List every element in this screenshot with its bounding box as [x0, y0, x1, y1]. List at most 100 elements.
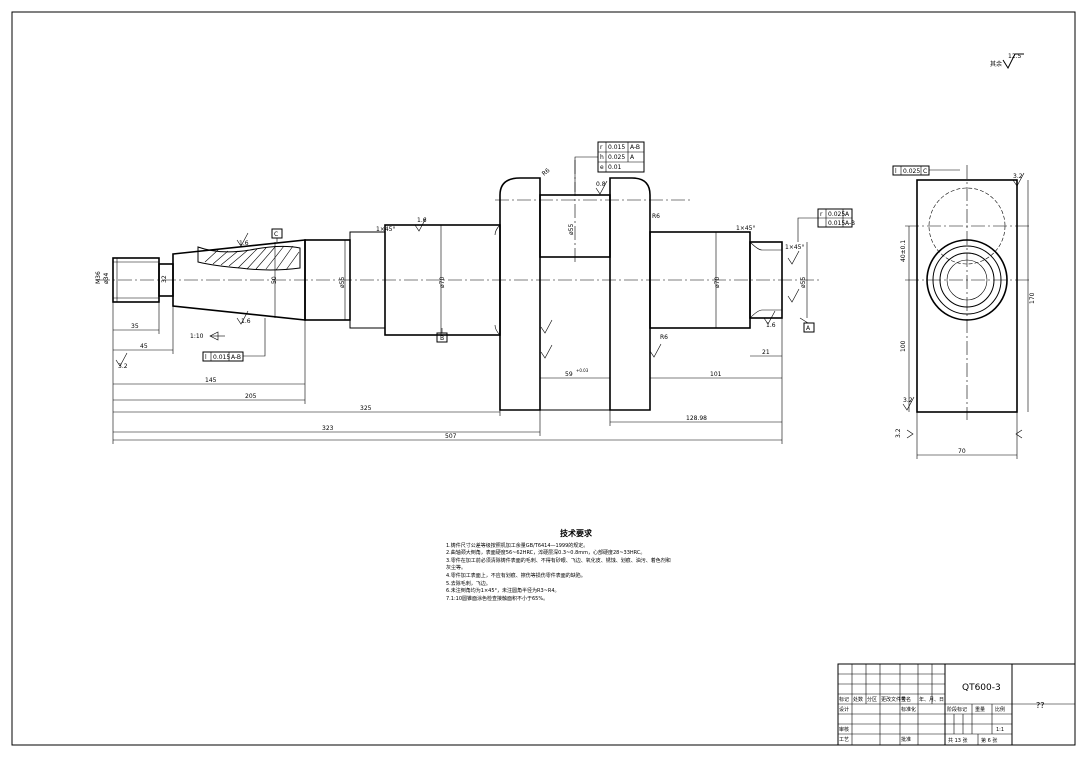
svg-text:重量: 重量 — [975, 706, 985, 713]
fillet-r6-web: R6 — [541, 167, 552, 178]
gdt-side-view: l 0.025 C — [892, 165, 960, 176]
svg-text:A-B: A-B — [630, 144, 640, 151]
svg-text:更改文件号: 更改文件号 — [881, 696, 906, 703]
side-view: 40±0.1 100 170 70 l 0.025 C 3.2 3.2 3.2 — [892, 165, 1036, 459]
svg-text:r: r — [820, 211, 823, 218]
sheets-total: 共 13 张 — [948, 737, 968, 744]
svg-text:批准: 批准 — [901, 736, 911, 743]
svg-text:1.6: 1.6 — [239, 240, 249, 247]
svg-text:签名: 签名 — [901, 696, 911, 703]
dim-50: 50 — [271, 276, 278, 284]
dim-128-98: 128.98 — [686, 415, 707, 422]
notes-item-6: 6.未注倒角均为1×45°，未注圆角半径为R3~R4。 — [446, 588, 560, 595]
svg-text:0.025: 0.025 — [903, 168, 920, 175]
svg-text:0.015: 0.015 — [608, 144, 625, 151]
svg-text:l: l — [895, 168, 897, 175]
svg-text:A: A — [845, 211, 850, 218]
svg-text:l: l — [205, 354, 207, 361]
surface-note: 其余 — [990, 60, 1002, 68]
dim-101: 101 — [710, 371, 722, 378]
chamfer-end: 1×45° — [785, 244, 804, 251]
dim-m36: M36 — [95, 271, 102, 284]
gdt-left-taper: l 0.015 A-B — [202, 318, 266, 362]
svg-text:标准化: 标准化 — [901, 706, 916, 713]
svg-text:0.015: 0.015 — [213, 354, 230, 361]
sheet-border — [11, 11, 1076, 746]
crank-web-left — [499, 177, 541, 411]
gdt-crank-top: r 0.015 A-B h 0.025 A e 0.01 — [574, 141, 645, 192]
svg-text:阶段标记: 阶段标记 — [947, 706, 967, 713]
svg-text:0.025: 0.025 — [828, 211, 845, 218]
fillet-r6-top: R6 — [652, 213, 660, 220]
chamfer-left: 1×45° — [376, 226, 395, 233]
svg-text:A: A — [806, 325, 811, 332]
svg-text:C: C — [923, 168, 927, 175]
taper-ratio: 1:10 — [190, 333, 204, 340]
datum-c: C — [271, 228, 283, 242]
dim-32: 32 — [161, 275, 168, 283]
svg-text:标记: 标记 — [839, 696, 849, 703]
part-name: QT600-3 — [962, 683, 1001, 693]
notes-item-7: 7.1:10圆锥面涂色检查接触面积不小于65%。 — [446, 595, 549, 602]
technical-requirements: 技术要求 1.铸件尺寸公差等级按照机加工余量GB/T6414—1999的规定。 … — [446, 530, 706, 603]
svg-text:0.8: 0.8 — [596, 181, 606, 188]
dim-45: 45 — [140, 343, 148, 350]
svg-text:A: A — [630, 154, 635, 161]
dim-145: 145 — [205, 377, 217, 384]
dim-d55-left: ø55 — [339, 277, 346, 288]
svg-text:1.6: 1.6 — [766, 322, 776, 329]
scale-value: 1:1 — [996, 727, 1004, 733]
notes-item-2: 2.曲轴颈大倒角，表面硬度56~62HRC，淬硬层深0.3~0.8mm，心部硬度… — [446, 550, 646, 557]
dim-59: 59 — [565, 371, 573, 378]
gdt-right-end: r 0.025 A 0.015 A-B — [797, 208, 855, 242]
title-block: QT600-3 ?? 标记 处数 分区 更改文件号 签名 年、月、日 设计 标准… — [837, 663, 1076, 746]
dim-170: 170 — [1029, 292, 1036, 304]
front-view: 507 323 325 205 145 45 35 128.98 59 +0.0… — [95, 141, 855, 444]
default-roughness-value: 12.5 — [1008, 53, 1022, 60]
notes-title: 技术要求 — [560, 529, 592, 538]
dim-100: 100 — [900, 340, 907, 352]
svg-text:A-B: A-B — [231, 354, 241, 361]
dim-d70-left: ø70 — [439, 277, 446, 288]
svg-text:e: e — [600, 164, 604, 171]
svg-text:工艺: 工艺 — [839, 737, 849, 743]
dim-35: 35 — [131, 323, 139, 330]
company-name: ?? — [1036, 701, 1045, 710]
dim-21: 21 — [762, 349, 770, 356]
fillet-r6-bottom: R6 — [660, 334, 668, 341]
notes-item-1: 1.铸件尺寸公差等级按照机加工余量GB/T6414—1999的规定。 — [446, 542, 589, 549]
svg-text:设计: 设计 — [839, 706, 849, 713]
dim-325: 325 — [360, 405, 372, 412]
svg-text:A-B: A-B — [845, 220, 855, 227]
svg-text:1.6: 1.6 — [241, 318, 251, 325]
general-roughness-note: 其余 12.5 — [990, 53, 1024, 70]
dim-d70-right: ø70 — [714, 277, 721, 288]
horizontal-dimensions — [112, 302, 783, 444]
dim-507: 507 — [445, 433, 457, 440]
svg-text:年、月、日: 年、月、日 — [919, 696, 944, 703]
svg-text:审核: 审核 — [839, 726, 849, 733]
journal-right-end — [749, 241, 783, 319]
svg-text:1.6: 1.6 — [417, 217, 427, 224]
svg-text:0.025: 0.025 — [608, 154, 625, 161]
datum-a: A — [799, 317, 815, 333]
svg-text:0.015: 0.015 — [828, 220, 845, 227]
roughness-symbols: 1.6 1.6 3.2 0.8 1.6 1.6 — [115, 180, 800, 370]
svg-text:3.2: 3.2 — [895, 428, 902, 438]
svg-text:h: h — [600, 154, 604, 161]
svg-text:处数: 处数 — [853, 696, 863, 703]
keyway-hatch — [204, 245, 300, 271]
svg-text:分区: 分区 — [867, 696, 877, 703]
dim-d55-pin: ø55 — [568, 224, 575, 235]
svg-text:3.2: 3.2 — [118, 363, 128, 370]
crank-web-right — [609, 177, 651, 411]
svg-text:比例: 比例 — [995, 706, 1005, 713]
chamfer-right: 1×45° — [736, 225, 755, 232]
svg-text:3.2: 3.2 — [1013, 173, 1023, 180]
dim-d34: ø34 — [103, 273, 110, 284]
dim-323: 323 — [322, 425, 334, 432]
svg-text:3.2: 3.2 — [903, 397, 913, 404]
datum-b: B — [436, 328, 448, 343]
